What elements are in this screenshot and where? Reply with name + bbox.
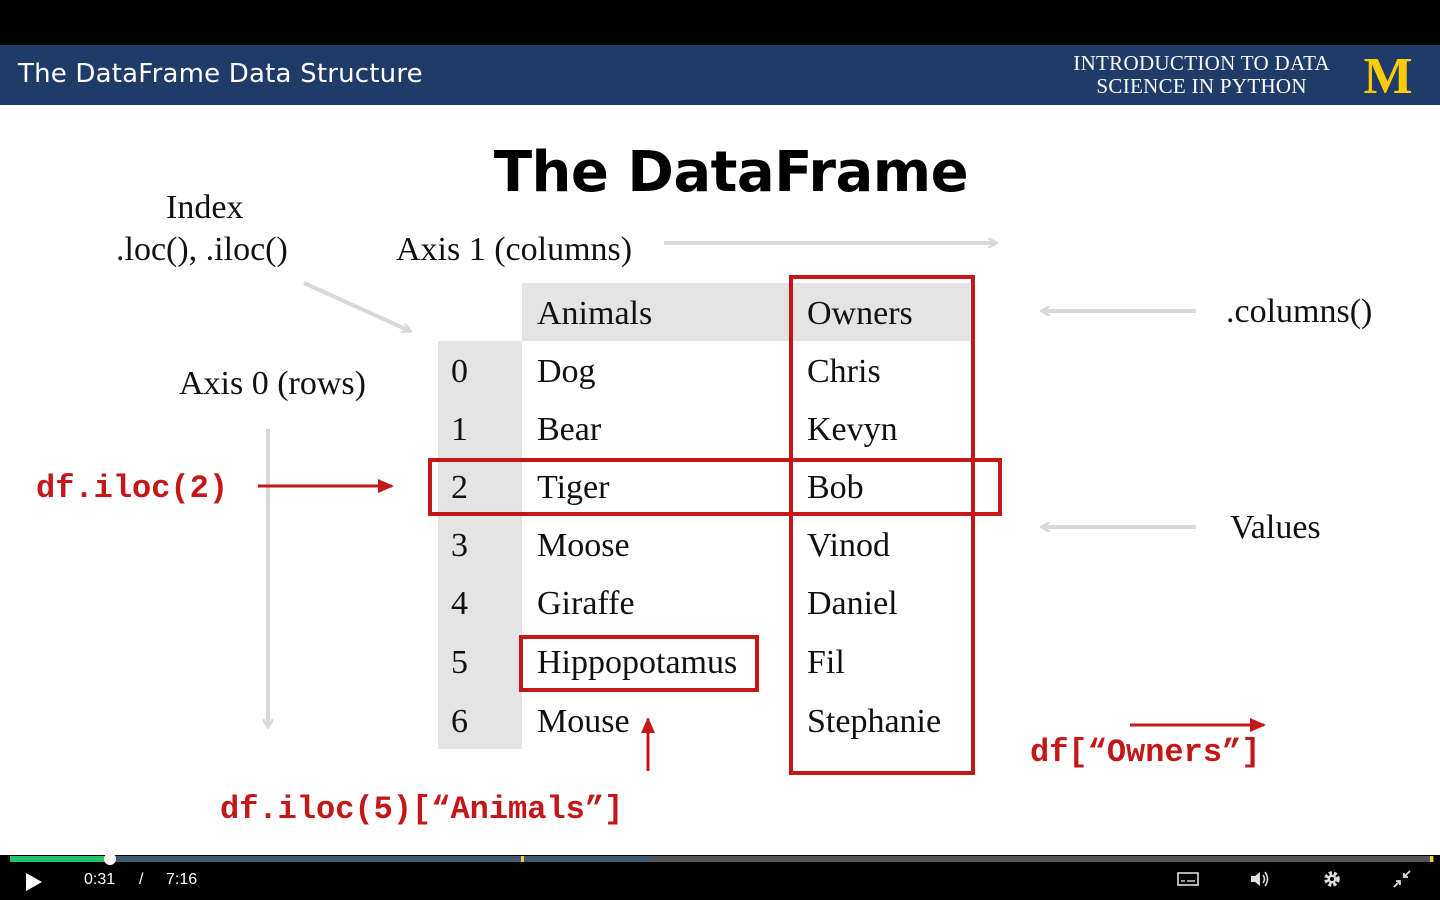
chapter-marker: [521, 856, 524, 862]
owner-cell: Stephanie: [807, 703, 942, 740]
code-iloc-2: df.iloc(2): [36, 470, 229, 507]
owners-column-highlight: [789, 275, 975, 775]
course-title: INTRODUCTION TO DATA SCIENCE IN PYTHON: [1073, 52, 1330, 98]
exit-fullscreen-icon[interactable]: [1390, 869, 1414, 889]
animal-cell: Moose: [537, 527, 630, 564]
row-index: 5: [451, 644, 468, 681]
letterbox-top: [0, 0, 1440, 45]
play-icon[interactable]: [26, 873, 42, 891]
row-index: 4: [451, 585, 468, 622]
column-header-band: [522, 283, 970, 341]
animal-cell: Dog: [537, 353, 596, 390]
scrubber-handle[interactable]: [104, 853, 116, 865]
index-label: Index: [166, 189, 244, 226]
chapter-marker: [1430, 856, 1433, 862]
animal-cell: Mouse: [537, 703, 630, 740]
buffered-bar: [10, 856, 650, 862]
owner-cell: Vinod: [807, 527, 890, 564]
time-separator: /: [139, 871, 144, 888]
duration: 7:16: [166, 871, 198, 888]
index-arrow: [303, 281, 410, 331]
code-iloc-5-animals: df.iloc(5)[“Animals”]: [220, 791, 624, 828]
animal-cell: Hippopotamus: [537, 644, 738, 681]
annotation-arrows: [258, 105, 1266, 771]
slide-title: The DataFrame: [493, 140, 969, 205]
owner-cell: Bob: [807, 469, 864, 506]
current-time: 0:31: [84, 871, 116, 888]
code-owners-column: df[“Owners”]: [1030, 734, 1261, 771]
animal-cell: Bear: [537, 411, 602, 448]
column-header-owners: Owners: [807, 295, 913, 332]
slide-canvas: The DataFrame Index .loc(), .iloc() Axis…: [0, 105, 1440, 855]
logo-letter: M: [1363, 53, 1412, 97]
volume-icon[interactable]: [1248, 869, 1272, 889]
row-2-highlight: [428, 458, 1002, 516]
index-band: [438, 341, 522, 749]
progress-bar[interactable]: [10, 856, 1434, 862]
settings-icon[interactable]: [1320, 869, 1344, 889]
slide-banner: The DataFrame Data Structure INTRODUCTIO…: [0, 45, 1440, 105]
course-title-line-2: SCIENCE IN PYTHON: [1096, 74, 1307, 98]
owner-cell: Kevyn: [807, 411, 898, 448]
banner-title: The DataFrame Data Structure: [18, 59, 423, 89]
column-header-animals: Animals: [537, 295, 653, 332]
owner-cell: Chris: [807, 353, 881, 390]
animal-cell: Tiger: [537, 469, 610, 506]
axis-1-label: Axis 1 (columns): [396, 231, 633, 268]
played-bar: [10, 856, 110, 862]
axis-0-label: Axis 0 (rows): [179, 365, 366, 402]
animal-cell: Giraffe: [537, 585, 635, 622]
row-index: 1: [451, 411, 468, 448]
captions-icon[interactable]: [1176, 869, 1200, 889]
row-index: 0: [451, 353, 468, 390]
values-label: Values: [1230, 509, 1321, 546]
owner-cell: Fil: [807, 644, 845, 681]
columns-label: .columns(): [1226, 293, 1373, 330]
index-methods-label: .loc(), .iloc(): [116, 231, 288, 268]
video-player-controls: 0:31 / 7:16: [0, 853, 1440, 900]
row-index: 6: [451, 703, 468, 740]
michigan-block-m-logo: M: [1363, 53, 1412, 97]
course-title-line-1: INTRODUCTION TO DATA: [1073, 51, 1330, 75]
row-index: 2: [451, 469, 468, 506]
hippopotamus-cell-highlight: [519, 635, 759, 692]
row-index: 3: [451, 527, 468, 564]
owner-cell: Daniel: [807, 585, 898, 622]
